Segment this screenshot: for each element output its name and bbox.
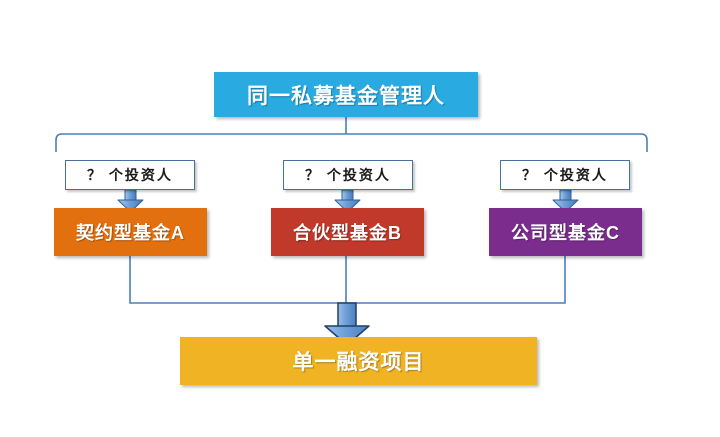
fund-node-partnership[interactable]: 合伙型基金B <box>271 208 424 256</box>
investor-count-label-c[interactable]: ？ 个投资人 <box>500 160 630 190</box>
fund-c-merge-line <box>346 256 566 304</box>
manager-fan-out-brace <box>55 133 648 152</box>
investor-count-label-a[interactable]: ？ 个投资人 <box>65 160 195 190</box>
fund-node-corporate[interactable]: 公司型基金C <box>489 208 642 256</box>
manager-node-label: 同一私募基金管理人 <box>247 84 445 108</box>
fund-node-contractual[interactable]: 契约型基金A <box>54 208 207 256</box>
fund-node-corporate-label: 公司型基金C <box>511 223 620 243</box>
investor-count-label-b[interactable]: ？ 个投资人 <box>283 160 413 190</box>
fund-a-merge-line <box>129 256 346 304</box>
investor-count-label-b-text: ？ 个投资人 <box>305 167 391 183</box>
project-node-label: 单一融资项目 <box>292 351 425 374</box>
investor-count-label-a-text: ？ 个投资人 <box>87 167 173 183</box>
fund-node-partnership-label: 合伙型基金B <box>293 223 402 243</box>
manager-node[interactable]: 同一私募基金管理人 <box>214 72 478 117</box>
project-node[interactable]: 单一融资项目 <box>180 337 537 385</box>
investor-count-label-c-text: ？ 个投资人 <box>522 167 608 183</box>
fund-node-contractual-label: 契约型基金A <box>76 223 185 243</box>
